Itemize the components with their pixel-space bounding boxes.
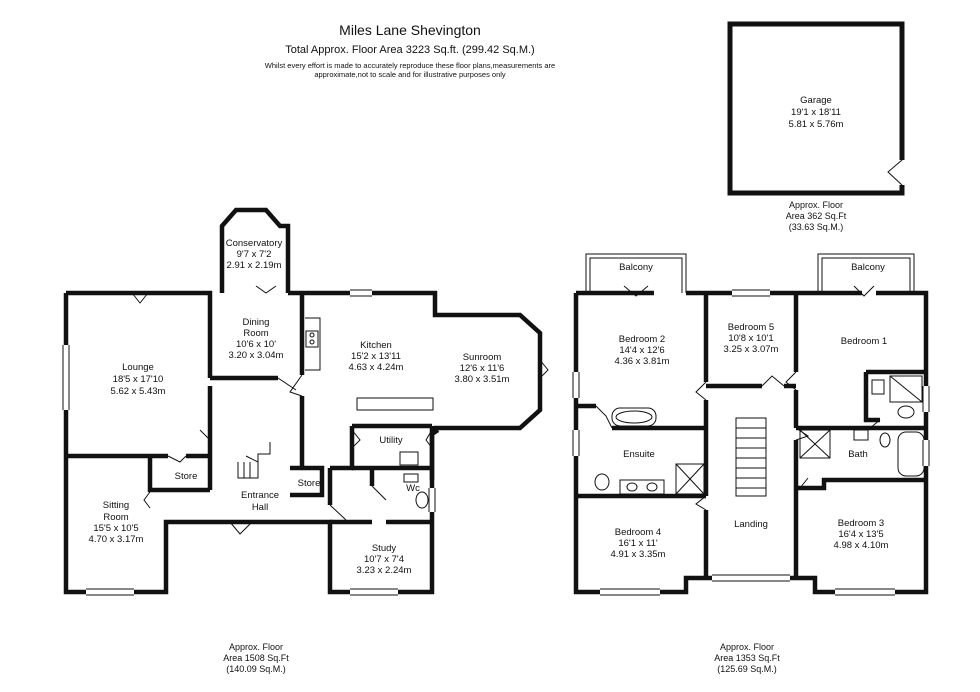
kitchen-name: Kitchen	[360, 340, 392, 351]
first-area-line-2: Area 1353 Sq.Ft	[714, 653, 780, 663]
garage-label: Garage 19'1 x 18'11 5.81 x 5.76m	[789, 95, 844, 130]
hall-name-1: Entrance	[241, 490, 279, 501]
bedroom-4-metric: 4.91 x 3.35m	[611, 549, 666, 560]
bedroom-2-metric: 4.36 x 3.81m	[615, 356, 670, 367]
lounge-imperial: 18'5 x 17'10	[113, 374, 164, 385]
conservatory-name: Conservatory	[226, 238, 283, 249]
ground-area-line-1: Approx. Floor	[228, 642, 284, 652]
bedroom-3-imperial: 16'4 x 13'5	[838, 529, 883, 540]
sunroom-label: Sunroom 12'6 x 11'6 3.80 x 3.51m	[455, 352, 510, 385]
total-floor-area: Total Approx. Floor Area 3223 Sq.ft. (29…	[285, 44, 535, 56]
garage-outline	[727, 21, 906, 196]
wc-label: Wc	[406, 483, 420, 494]
ground-floor-area-caption: Approx. Floor Area 1508 Sq.Ft (140.09 Sq…	[176, 642, 336, 675]
bedroom-4-label: Bedroom 4 16'1 x 11' 4.91 x 3.35m	[611, 527, 666, 560]
bedroom-1-label: Bedroom 1	[841, 336, 887, 347]
lounge-label: Lounge 18'5 x 17'10 5.62 x 5.43m	[111, 362, 166, 397]
dining-label: Dining Room 10'6 x 10' 3.20 x 3.04m	[229, 317, 284, 361]
ground-area-line-2: Area 1508 Sq.Ft	[223, 653, 289, 663]
bedroom-5-imperial: 10'8 x 10'1	[728, 333, 773, 344]
garage-metric: 5.81 x 5.76m	[789, 119, 844, 130]
study-imperial: 10'7 x 7'4	[364, 554, 404, 565]
kitchen-metric: 4.63 x 4.24m	[349, 362, 404, 373]
landing-label: Landing	[734, 519, 768, 530]
sunroom-imperial: 12'6 x 11'6	[460, 363, 505, 374]
bedroom-5-name: Bedroom 5	[728, 322, 774, 333]
bedroom-5-label: Bedroom 5 10'8 x 10'1 3.25 x 3.07m	[724, 322, 779, 355]
disclaimer-line-1: Whilst every effort is made to accuratel…	[264, 61, 556, 70]
lounge-metric: 5.62 x 5.43m	[111, 386, 166, 397]
bedroom-3-name: Bedroom 3	[838, 518, 884, 529]
garage-area-line-2: Area 362 Sq.Ft	[785, 211, 847, 221]
garage-area-line-1: Approx. Floor	[788, 200, 844, 210]
garage-name: Garage	[800, 95, 832, 106]
sitting-name-1: Sitting	[103, 500, 129, 511]
first-area-line-3: (125.69 Sq.M.)	[717, 664, 777, 674]
dining-name-2: Room	[243, 328, 268, 339]
sitting-metric: 4.70 x 3.17m	[89, 534, 144, 545]
hall-label: Entrance Hall	[241, 490, 279, 513]
garage-imperial: 19'1 x 18'11	[791, 107, 841, 118]
bedroom-3-label: Bedroom 3 16'4 x 13'5 4.98 x 4.10m	[834, 518, 889, 551]
bedroom-2-name: Bedroom 2	[619, 334, 665, 345]
ground-area-line-3: (140.09 Sq.M.)	[226, 664, 286, 674]
sunroom-name: Sunroom	[463, 352, 502, 363]
disclaimer: Whilst every effort is made to accuratel…	[230, 61, 590, 79]
bedroom-2-label: Bedroom 2 14'4 x 12'6 4.36 x 3.81m	[615, 334, 670, 367]
bedroom-5-metric: 3.25 x 3.07m	[724, 344, 779, 355]
dining-metric: 3.20 x 3.04m	[229, 350, 284, 361]
disclaimer-line-2: approximate,not to scale and for illustr…	[314, 70, 506, 79]
store-label-1: Store	[175, 471, 198, 482]
plan-title: Miles Lane Shevington	[339, 22, 481, 38]
study-name: Study	[372, 543, 397, 554]
sitting-name-2: Room	[103, 512, 128, 523]
dining-imperial: 10'6 x 10'	[236, 339, 276, 350]
garage-area-line-3: (33.63 Sq.M.)	[788, 222, 844, 232]
bedroom-2-imperial: 14'4 x 12'6	[619, 345, 664, 356]
balcony-label-2: Balcony	[851, 262, 885, 273]
study-label: Study 10'7 x 7'4 3.23 x 2.24m	[357, 543, 412, 576]
conservatory-imperial: 9'7 x 7'2	[237, 249, 272, 260]
utility-label: Utility	[379, 435, 402, 446]
study-metric: 3.23 x 2.24m	[357, 565, 412, 576]
sunroom-metric: 3.80 x 3.51m	[455, 374, 510, 385]
ground-floor-walls	[63, 207, 543, 595]
store-label-2: Store	[298, 478, 321, 489]
first-floor-fixtures	[572, 285, 930, 596]
sitting-room-label: Sitting Room 15'5 x 10'5 4.70 x 3.17m	[89, 500, 144, 545]
bedroom-4-imperial: 16'1 x 11'	[618, 538, 658, 549]
first-floor-area-caption: Approx. Floor Area 1353 Sq.Ft (125.69 Sq…	[667, 642, 827, 675]
lounge-name: Lounge	[122, 362, 154, 373]
garage-area-caption: Approx. Floor Area 362 Sq.Ft (33.63 Sq.M…	[736, 200, 896, 233]
conservatory-label: Conservatory 9'7 x 7'2 2.91 x 2.19m	[226, 238, 283, 271]
kitchen-imperial: 15'2 x 13'11	[351, 351, 401, 362]
bedroom-3-metric: 4.98 x 4.10m	[834, 540, 889, 551]
ensuite-label: Ensuite	[623, 449, 655, 460]
conservatory-metric: 2.91 x 2.19m	[227, 260, 282, 271]
bedroom-4-name: Bedroom 4	[615, 527, 661, 538]
balcony-label-1: Balcony	[619, 262, 653, 273]
hall-name-2: Hall	[252, 502, 268, 513]
bath-label: Bath	[848, 449, 868, 460]
first-area-line-1: Approx. Floor	[719, 642, 775, 652]
kitchen-label: Kitchen 15'2 x 13'11 4.63 x 4.24m	[349, 340, 404, 373]
sitting-imperial: 15'5 x 10'5	[93, 523, 138, 534]
ground-floor-fixtures	[62, 285, 549, 596]
dining-name-1: Dining	[243, 317, 270, 328]
